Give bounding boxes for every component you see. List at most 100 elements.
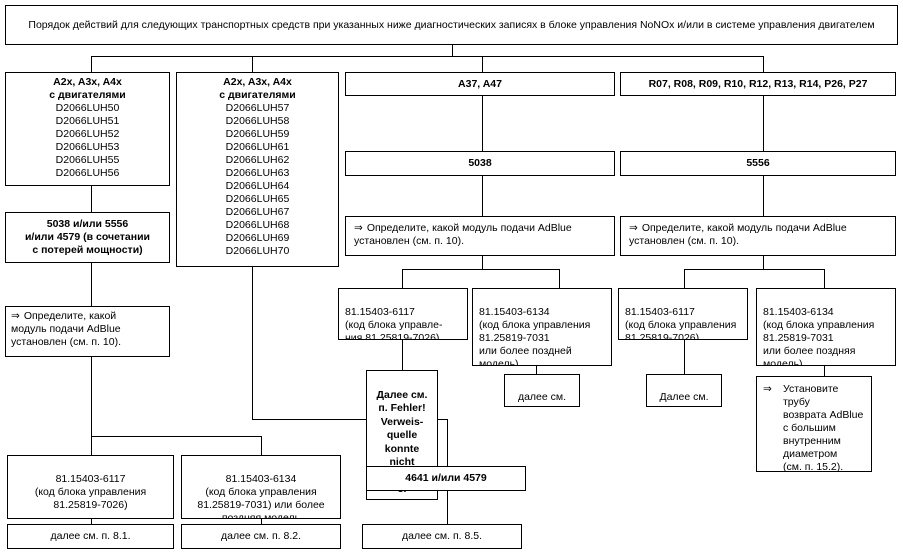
col2-engine: D2066LUH64	[225, 180, 290, 192]
col3-option1-text: 81.15403-6117 (код блока управле- ния 81…	[345, 306, 443, 340]
col1-engine: D2066LUH50	[55, 102, 120, 114]
col2-engine: D2066LUH65	[225, 193, 290, 205]
col4-result2-box: ⇒ Установите трубу возврата AdBlue с боль…	[756, 376, 872, 472]
col1-header-title: A2x, A3x, A4x	[53, 76, 122, 88]
col3-result3-text: далее см. п. 8.5.	[401, 530, 483, 542]
connector	[402, 340, 403, 370]
col3-result2-box: далее см. п. 8.4.	[504, 374, 580, 407]
connector	[91, 56, 92, 72]
col1-engine: D2066LUH51	[55, 115, 120, 127]
connector	[91, 262, 92, 306]
col3-determine-box: ⇒Определите, какой модуль подачи AdBlue …	[345, 216, 615, 256]
col3-code-text: 5038	[468, 157, 492, 169]
col1-result1-text: далее см. п. 8.1.	[50, 530, 131, 542]
connector	[402, 269, 403, 288]
col1-result1-box: далее см. п. 8.1.	[7, 524, 174, 549]
col4-determine-box: ⇒Определите, какой модуль подачи AdBlue …	[620, 216, 896, 256]
connector	[91, 357, 92, 436]
col3-option1-box: 81.15403-6117 (код блока управле- ния 81…	[338, 288, 468, 340]
arrow-right-icon: ⇒	[763, 383, 772, 395]
col3-determine-text: Определите, какой модуль подачи AdBlue у…	[354, 222, 572, 247]
col4-option1-box: 81.15403-6117 (код блока управления 81.2…	[618, 288, 748, 340]
col4-header-box: R07, R08, R09, R10, R12, R13, R14, P26, …	[620, 72, 896, 96]
col2-header-title: A2x, A3x, A4x	[223, 76, 292, 88]
connector	[447, 419, 448, 466]
connector	[763, 56, 764, 72]
col4-option2-text: 81.15403-6134 (код блока управления 81.2…	[763, 306, 875, 366]
connector	[482, 176, 483, 216]
col2-engine: D2066LUH70	[225, 245, 290, 257]
col4-result2-text: Установите трубу возврата AdBlue с больш…	[783, 383, 864, 472]
col2-header-box: A2x, A3x, A4x с двигателями D2066LUH57 D…	[176, 72, 339, 267]
col1-result2-box: далее см. п. 8.2.	[181, 524, 341, 549]
col4-determine-text: Определите, какой модуль подачи AdBlue у…	[629, 222, 847, 247]
connector	[824, 366, 825, 376]
connector	[684, 269, 824, 270]
col1-engine: D2066LUH52	[55, 128, 120, 140]
col1-option1-box: 81.15403-6117 (код блока управления 81.2…	[7, 455, 174, 519]
col2-engine: D2066LUH59	[225, 128, 290, 140]
connector	[261, 519, 262, 524]
col4-header-text: R07, R08, R09, R10, R12, R13, R14, P26, …	[648, 77, 868, 90]
connector	[536, 366, 537, 374]
col1-header-sub: с двигателями	[49, 89, 126, 101]
col3-header-text: A37, A47	[458, 77, 502, 90]
col4-result1-text: Далее см. п. 8.3.	[659, 391, 709, 406]
connector	[684, 269, 685, 288]
col3-code-box: 5038	[345, 151, 615, 176]
connector	[91, 56, 763, 57]
connector	[252, 267, 253, 419]
top-description-text: Порядок действий для следующих транспорт…	[28, 18, 875, 31]
col3-option2-text: 81.15403-6134 (код блока управления 81.2…	[479, 306, 591, 366]
col1-engine: D2066LUH56	[55, 167, 120, 179]
col3-result3-box: далее см. п. 8.5.	[362, 524, 522, 549]
col4-code-box: 5556	[620, 151, 896, 176]
col1-option2-text: 81.15403-6134 (код блока управления 81.2…	[197, 473, 325, 519]
connector	[261, 436, 262, 455]
col2-engine: D2066LUH63	[225, 167, 290, 179]
col1-engine: D2066LUH53	[55, 141, 120, 153]
arrow-right-icon: ⇒	[354, 222, 363, 234]
arrow-right-icon: ⇒	[629, 222, 638, 234]
top-description-box: Порядок действий для следующих транспорт…	[5, 5, 898, 45]
col1-header-box: A2x, A3x, A4x с двигателями D2066LUH50 D…	[5, 72, 170, 186]
connector	[452, 44, 453, 56]
col4-result1-box: Далее см. п. 8.3.	[646, 374, 722, 407]
connector	[763, 255, 764, 269]
connector	[91, 186, 92, 212]
col4-option1-text: 81.15403-6117 (код блока управления 81.2…	[625, 306, 737, 340]
col3-code2-box: 4641 и/или 4579	[366, 466, 526, 491]
col1-engine: D2066LUH55	[55, 154, 120, 166]
connector	[763, 96, 764, 151]
col3-option2-box: 81.15403-6134 (код блока управления 81.2…	[472, 288, 612, 366]
arrow-right-icon: ⇒	[11, 310, 20, 322]
connector	[684, 340, 685, 374]
connector	[447, 491, 448, 524]
col2-engine: D2066LUH67	[225, 206, 290, 218]
connector	[91, 436, 92, 455]
col1-option2-box: 81.15403-6134 (код блока управления 81.2…	[181, 455, 341, 519]
connector	[252, 56, 253, 72]
connector	[252, 419, 447, 420]
col1-option1-text: 81.15403-6117 (код блока управления 81.2…	[34, 473, 147, 511]
connector	[482, 96, 483, 151]
col2-engine: D2066LUH58	[225, 115, 290, 127]
col2-engine: D2066LUH57	[225, 102, 290, 114]
col3-result2-text: далее см. п. 8.4.	[517, 391, 567, 406]
connector	[824, 269, 825, 288]
col4-code-text: 5556	[746, 157, 770, 169]
connector	[91, 519, 92, 524]
connector	[91, 436, 261, 437]
connector	[763, 176, 764, 216]
connector	[482, 255, 483, 269]
col1-condition-text: 5038 и/или 5556 и/или 4579 (в сочетании …	[24, 218, 151, 256]
connector	[482, 56, 483, 72]
col2-engine: D2066LUH61	[225, 141, 290, 153]
col2-engine: D2066LUH68	[225, 219, 290, 231]
connector	[559, 269, 560, 288]
col2-engine: D2066LUH62	[225, 154, 290, 166]
col3-header-box: A37, A47	[345, 72, 615, 96]
col2-engine: D2066LUH69	[225, 232, 290, 244]
col1-determine-text: Определите, какой модуль подачи AdBlue у…	[11, 310, 121, 348]
col4-option2-box: 81.15403-6134 (код блока управления 81.2…	[756, 288, 896, 366]
